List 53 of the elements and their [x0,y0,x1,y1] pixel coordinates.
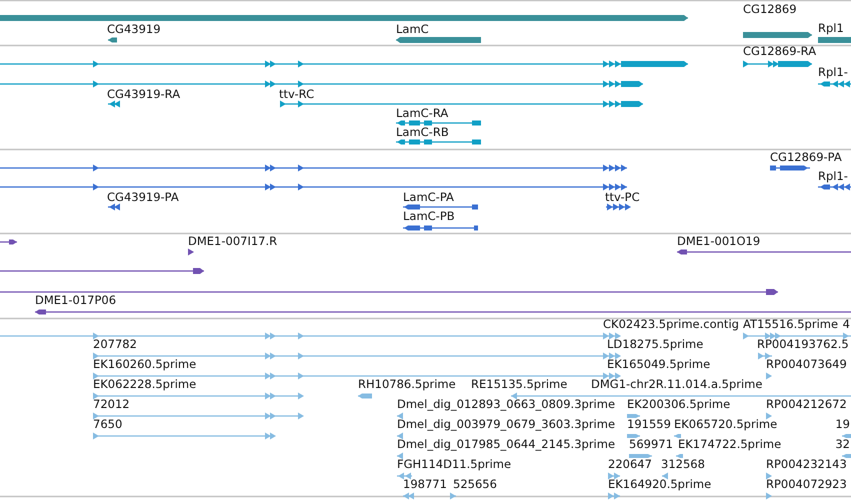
feature-label: RP004072923 [766,478,847,491]
feature-label: DME1-017P06 [35,294,116,307]
feature-label: Rpl1- [818,66,848,79]
feature-label: DME1-007I17.R [188,235,278,248]
feature-label: DME1-001O19 [677,235,760,248]
feature-label: 525656 [453,478,497,491]
feature-label: 312568 [661,458,705,471]
feature-label: Dmel_dig_003979_0679_3603.3prime [397,418,616,431]
feature-label: LD18275.5prime [607,338,704,351]
feature-label: CG43919-RA [107,88,180,101]
feature-label: 32 [835,438,850,451]
feature-label: LamC-RB [396,126,449,139]
feature-label: LamC [396,23,429,36]
feature-label: FGH114D11.5prime [397,458,512,471]
feature-label: EK065720.5prime [674,418,778,431]
feature-label: EK165049.5prime [607,358,710,371]
feature-label: RP004073649 [766,358,847,371]
feature-label: 19 [835,418,850,431]
feature-label: AT15516.5prime [743,318,838,331]
feature-label: 198771 [403,478,447,491]
feature-label: CG12869-RA [743,45,816,58]
feature-label: EK174722.5prime [678,438,782,451]
feature-label: Rpl1- [818,170,848,183]
feature-label: CK02423.5prime.contig [603,318,739,331]
feature-label: EK164920.5prime [608,478,712,491]
feature-label: RH10786.5prime [358,378,456,391]
feature-label: LamC-PB [403,210,455,223]
feature-label: Rpl1 [818,22,844,35]
feature-label: RP004212672 [766,398,847,411]
feature-label: LamC-PA [403,191,454,204]
feature-label: EK200306.5prime [627,398,730,411]
feature-label: ttv-RC [279,88,314,101]
feature-label: ttv-PC [605,191,640,204]
feature-label: Dmel_dig_017985_0644_2145.3prime [397,438,616,451]
feature-label: 72012 [93,398,130,411]
feature-label: EK160260.5prime [93,358,196,371]
feature-label: DMG1-chr2R.11.014.a.5prime [591,378,762,391]
feature-label: LamC-RA [396,107,448,120]
feature-label: 220647 [608,458,652,471]
feature-label: Dmel_dig_012893_0663_0809.3prime [397,398,616,411]
feature-label: CG43919 [107,23,161,36]
feature-label: RP004193762.5 [757,338,849,351]
feature-label: CG43919-PA [107,191,179,204]
feature-label: 569971 [629,438,673,451]
feature-label: EK062228.5prime [93,378,196,391]
feature-label: 191559 [627,418,671,431]
feature-label: CG12869 [743,3,797,16]
feature-label: 7650 [93,418,122,431]
feature-label: 207782 [93,338,137,351]
feature-label: 4 [842,318,850,331]
feature-label: RP004232143 [766,458,847,471]
feature-label: RE15135.5prime [471,378,568,391]
feature-label: CG12869-PA [770,151,842,164]
